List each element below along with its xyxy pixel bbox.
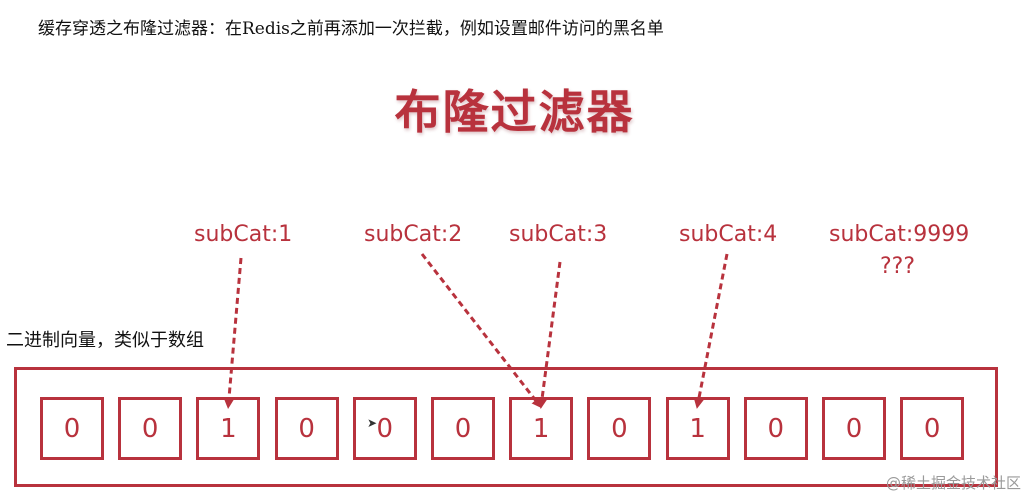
bit-cell: 0	[352, 397, 417, 460]
unknown-marker: ???	[880, 254, 916, 279]
bit-cell: 0	[900, 397, 965, 460]
arrow-subcat-2	[420, 253, 542, 409]
arrow-subcat-1	[223, 257, 243, 409]
key-label-subcat-1: subCat:1	[194, 222, 293, 247]
arrow-subcat-3	[537, 261, 562, 409]
bit-vector-frame	[14, 367, 998, 487]
key-label-subcat-9999: subCat:9999	[829, 222, 970, 247]
bit-cell: 0	[822, 397, 886, 460]
key-label-subcat-2: subCat:2	[364, 222, 463, 247]
bit-cell: 0	[743, 397, 808, 460]
bit-cell: 0	[587, 397, 652, 460]
mouse-pointer-icon: ➤	[367, 416, 378, 430]
arrow-subcat-4	[693, 253, 729, 409]
key-label-subcat-4: subCat:4	[679, 222, 778, 247]
bit-cell: 0	[274, 397, 339, 460]
caption-text: 缓存穿透之布隆过滤器：在Redis之前再添加一次拦截，例如设置邮件访问的黑名单	[38, 19, 664, 39]
key-label-subcat-3: subCat:3	[509, 222, 608, 247]
bit-cell: 0	[40, 397, 104, 460]
vector-label: 二进制向量，类似于数组	[6, 330, 204, 351]
watermark-text: @稀土掘金技术社区	[885, 474, 1021, 492]
bit-cell: 0	[118, 397, 183, 460]
diagram-title: 布隆过滤器	[394, 85, 635, 139]
bit-cell: 0	[431, 397, 495, 460]
